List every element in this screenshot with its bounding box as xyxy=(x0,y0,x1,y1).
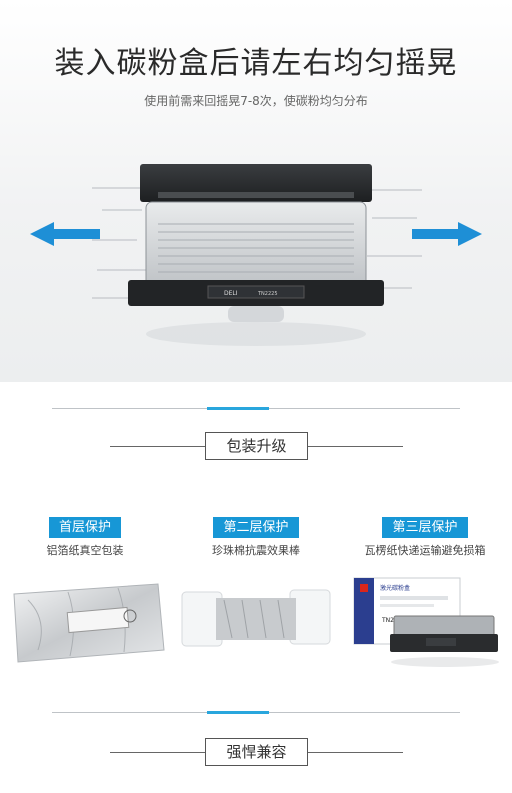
layer-2-desc: 珍珠棉抗震效果棒 xyxy=(212,544,300,557)
layer-3: 第三层保护 瓦楞纸快递运输避免损箱 xyxy=(340,516,510,558)
section-divider-packaging: 包装升级 xyxy=(0,407,512,460)
foil-bag-image xyxy=(13,583,165,663)
layer-1-desc: 铝箔纸真空包装 xyxy=(46,544,124,557)
divider-accent-2 xyxy=(207,711,269,714)
divider-right-rule-2 xyxy=(308,752,403,753)
divider-left-rule-2 xyxy=(110,752,205,753)
foam-wrap-image xyxy=(181,589,331,647)
hero-section: 装入碳粉盒后请左右均匀摇晃 使用前需来回摇晃7-8次，使碳粉均匀分布 xyxy=(0,0,512,382)
box-title: 激光碳粉盒 xyxy=(380,584,410,592)
layer-3-badge: 第三层保护 xyxy=(382,517,468,538)
hero-subtitle: 使用前需来回摇晃7-8次，使碳粉均匀分布 xyxy=(144,94,368,108)
toner-cartridge-image: DELI TN2225 xyxy=(128,164,384,346)
layer-2: 第二层保护 珍珠棉抗震效果棒 xyxy=(171,516,341,558)
layer-1-badge: 首层保护 xyxy=(48,517,121,538)
section-divider-compat: 强悍兼容 xyxy=(0,711,512,766)
cartridge-brand-label: DELI xyxy=(224,290,238,297)
box-model: TN2225 xyxy=(381,617,406,624)
divider-accent xyxy=(207,407,269,410)
layer-3-desc: 瓦楞纸快递运输避免损箱 xyxy=(364,544,486,557)
divider-left-rule xyxy=(110,446,205,447)
cartridge-model-label: TN2225 xyxy=(257,291,278,297)
arrow-left-icon xyxy=(30,222,100,246)
retail-box-image: 激光碳粉盒 TN2225 xyxy=(353,577,499,667)
layer-1: 首层保护 铝箔纸真空包装 xyxy=(0,516,170,558)
section-title-compat: 强悍兼容 xyxy=(205,738,308,766)
divider-right-rule xyxy=(308,446,403,447)
section-title-packaging: 包装升级 xyxy=(205,432,308,460)
arrow-right-icon xyxy=(412,222,482,246)
layer-2-badge: 第二层保护 xyxy=(213,517,299,538)
hero-title: 装入碳粉盒后请左右均匀摇晃 xyxy=(54,46,458,81)
